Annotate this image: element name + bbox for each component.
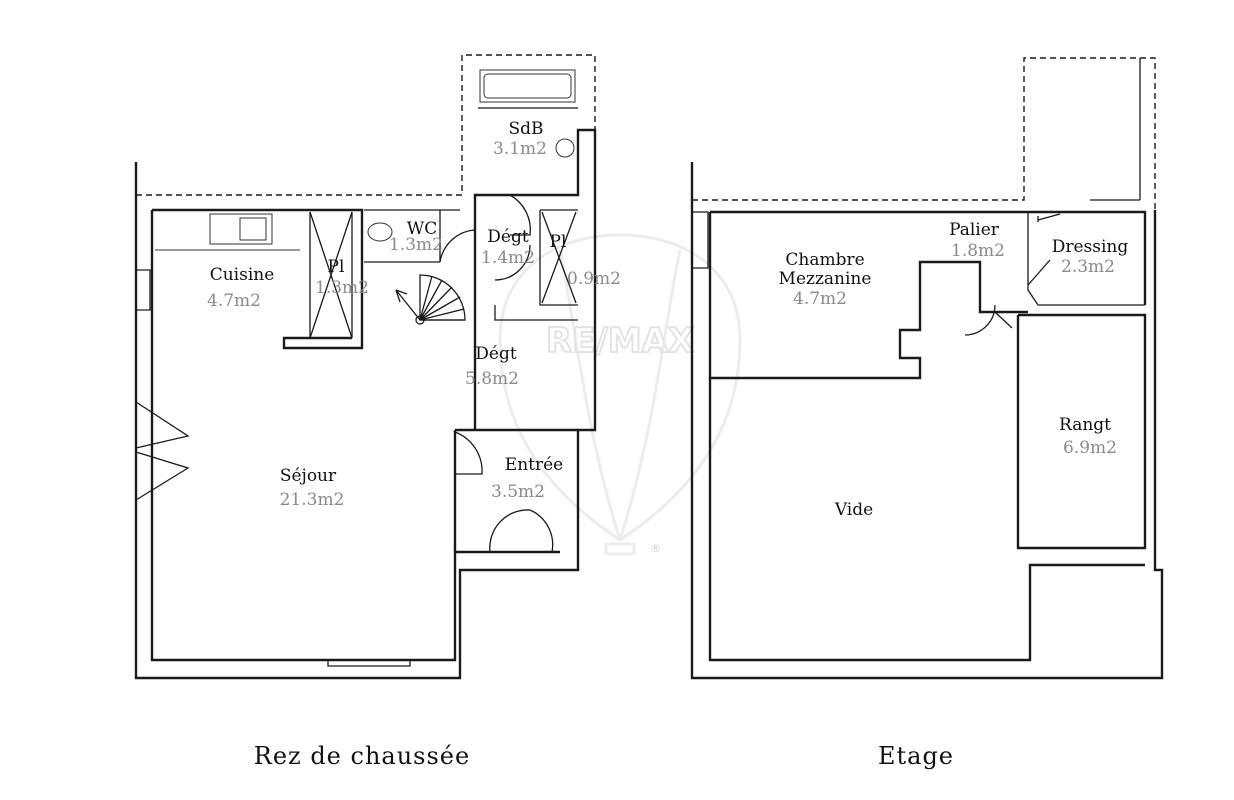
rangt-wall: [1016, 313, 1147, 550]
room-area-pl-left: 1.3m2: [315, 278, 369, 298]
sdb-door: [509, 194, 531, 236]
ground-terrace-outline: [136, 54, 596, 196]
upper-floor-label: Etage: [878, 742, 954, 770]
mezzanine-edge-wall: [710, 260, 1028, 380]
toilet-icon: [367, 222, 393, 242]
balloon-basket-icon: [604, 542, 636, 556]
upper-floor-outer-wall: [690, 162, 1164, 680]
room-area-palier: 1.8m2: [951, 241, 1005, 261]
sink-icon: [555, 138, 575, 158]
watermark-brand: RE/MAX: [546, 321, 694, 361]
front-door: [489, 509, 554, 553]
ground-floor-plan: SdB 3.1m2 WC 1.3m2 Dégt 1.4m2 Pl 0.9m2 C…: [134, 54, 621, 770]
room-area-pl-right: 0.9m2: [567, 269, 621, 289]
upper-roof-line: [1090, 58, 1141, 201]
degt-small-wall: [494, 305, 578, 321]
degt-door: [494, 244, 531, 281]
entree-wall: [453, 428, 578, 552]
pl-right-wall: [539, 209, 578, 306]
room-area-cuisine: 4.7m2: [207, 291, 261, 311]
bathtub-inner-icon: [483, 73, 572, 99]
room-name-degt-large: Dégt: [475, 344, 517, 364]
room-name-sdb: SdB: [508, 119, 543, 139]
ground-floor-outer-wall: [134, 128, 597, 680]
sejour-window: [327, 659, 411, 667]
chambre-window: [692, 211, 709, 269]
watermark-registered: ®: [650, 542, 661, 555]
room-name-palier: Palier: [949, 220, 1000, 240]
balloon-stripes-icon: [558, 249, 682, 541]
room-name-cuisine: Cuisine: [210, 265, 275, 285]
room-name-sejour: Séjour: [280, 466, 337, 486]
palier-door-leaf: [994, 311, 1013, 329]
room-name-pl-left: Pl: [328, 257, 345, 277]
dressing-wall: [1027, 212, 1145, 306]
cuisine-window: [136, 269, 151, 311]
room-name-rangt: Rangt: [1059, 415, 1111, 435]
kitchen-basin-icon: [239, 217, 267, 241]
wc-door: [439, 229, 476, 263]
pl-right-cross-icon: [541, 211, 577, 304]
upper-top-wall: [710, 210, 1147, 305]
room-area-sejour: 21.3m2: [280, 490, 345, 510]
kitchen-sink-icon: [209, 213, 273, 245]
pl-left-cross-icon: [309, 211, 353, 339]
room-name-wc: WC: [407, 219, 437, 239]
room-area-chambre: 4.7m2: [793, 289, 847, 309]
room-area-degt-large: 5.8m2: [465, 369, 519, 389]
pl-left-wall: [309, 212, 353, 338]
room-name-entree: Entrée: [505, 455, 563, 475]
room-name-chambre-line2: Mezzanine: [779, 269, 872, 289]
room-area-dressing: 2.3m2: [1061, 257, 1115, 277]
bathtub-icon: [479, 69, 576, 103]
room-name-dressing: Dressing: [1052, 237, 1129, 257]
palier-door: [964, 304, 996, 336]
upper-roof-outline: [692, 57, 1156, 210]
remax-watermark: RE/MAX ®: [498, 233, 742, 556]
kitchen-wall: [152, 208, 364, 350]
sejour-french-door: [135, 400, 190, 501]
ground-floor-label: Rez de chaussée: [254, 742, 470, 770]
room-name-chambre-line1: Chambre: [785, 250, 864, 270]
room-area-wc: 1.3m2: [389, 235, 443, 255]
room-area-rangt: 6.9m2: [1063, 438, 1117, 458]
dressing-door-leaf: [1027, 259, 1051, 286]
room-name-vide: Vide: [834, 500, 873, 520]
room-name-degt-small: Dégt: [487, 227, 529, 247]
room-name-pl-right: Pl: [550, 232, 567, 252]
upper-floor-plan: Chambre Mezzanine 4.7m2 Palier 1.8m2 Dre…: [690, 57, 1164, 770]
room-area-degt-small: 1.4m2: [481, 248, 535, 268]
dressing-door: [1037, 213, 1061, 222]
room-area-sdb: 3.1m2: [493, 139, 547, 159]
upper-floor-inner-wall: [708, 212, 1145, 662]
room-area-entree: 3.5m2: [491, 482, 545, 502]
entree-inner-door: [454, 431, 483, 475]
wc-wall: [364, 209, 460, 263]
balloon-watermark-icon: [498, 233, 742, 542]
spiral-staircase-icon: [395, 274, 466, 325]
